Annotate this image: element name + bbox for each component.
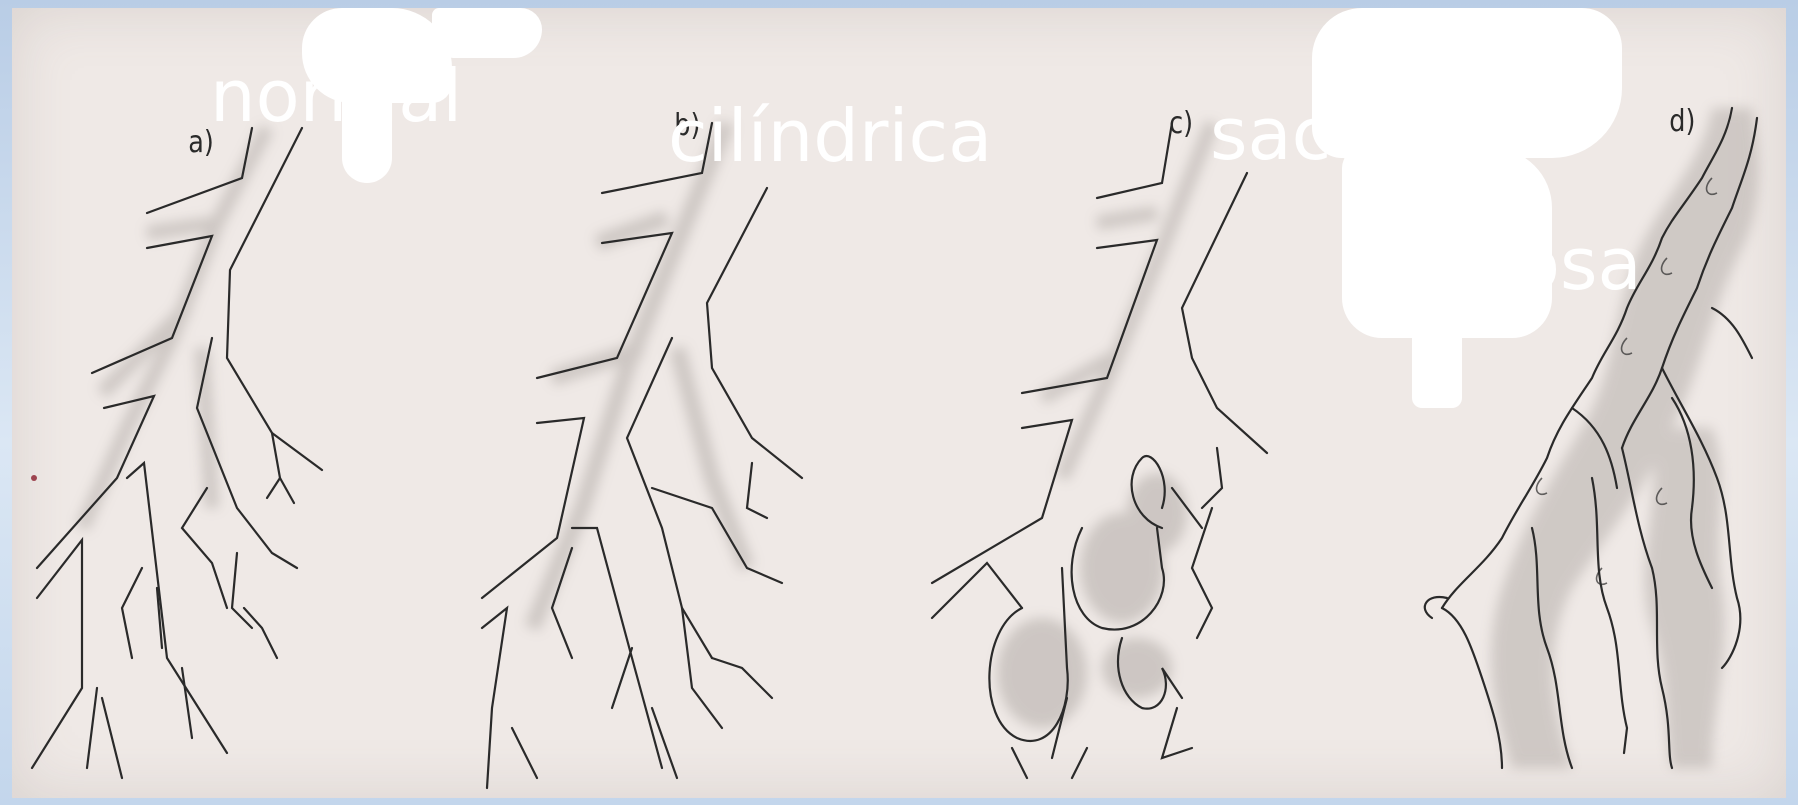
panel-d-label: d) <box>1669 104 1695 139</box>
caption-cilindrica: cilíndrica <box>668 100 992 172</box>
white-blot-c3 <box>1412 308 1462 408</box>
panel-c-label: c) <box>1169 106 1193 141</box>
panel-c-drawing <box>932 123 1267 778</box>
white-blot-a3 <box>432 8 542 58</box>
scan-specks <box>31 475 37 481</box>
caption-normal: normal <box>210 60 462 132</box>
panel-a-drawing <box>32 128 322 778</box>
panel-b-drawing <box>482 123 802 788</box>
caption-sacular: sacular <box>1210 98 1471 170</box>
caption-varicosa: varicosa <box>1340 228 1642 300</box>
